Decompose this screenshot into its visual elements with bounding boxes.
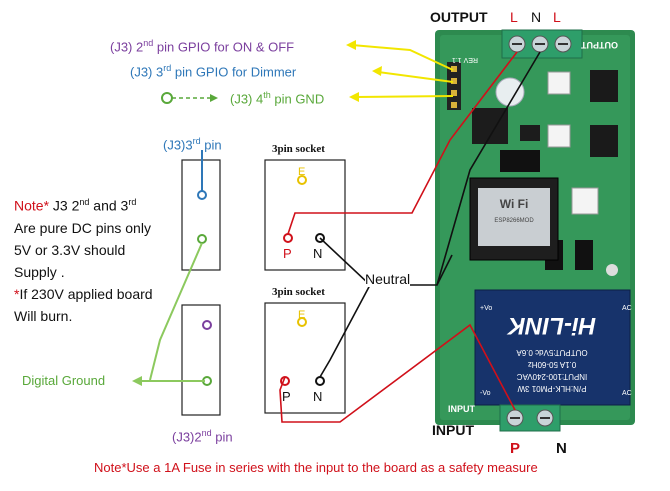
led-dome [495, 77, 525, 107]
psu-line2: INPUT:100-240VAC [517, 372, 588, 381]
psu-line1: P/N:HLK-PM01 3W [517, 384, 586, 393]
input-silk: INPUT [448, 404, 476, 414]
wifi-text: Wi Fi [500, 197, 529, 211]
neutral-wire-bottom [319, 284, 371, 378]
pcb-board: Wi Fi ESP8266MOD P/N:HLK-PM01 3W INPUT:1… [435, 29, 635, 432]
psu-ac2: AC [622, 390, 632, 397]
input-label: INPUT [432, 422, 474, 438]
arrow-pin3 [377, 71, 454, 83]
socket-bottom-e: E [298, 309, 306, 321]
neutral-label: Neutral [365, 271, 411, 287]
ground-wire [149, 242, 203, 381]
pin3-caption: (J3)3rd pin [163, 136, 222, 153]
output-terminal-l2: L [553, 9, 561, 25]
socket-bottom-n-dot [315, 376, 325, 386]
digital-ground-label: Digital Ground [22, 373, 106, 388]
j3-pin3-label: (J3) 3rd pin GPIO for Dimmer [130, 63, 297, 80]
socket-top-e: E [298, 166, 306, 178]
ver-silk: REV 1.1 [452, 56, 478, 63]
input-p-label: P [510, 440, 521, 457]
pin3-dot [197, 190, 207, 200]
live-wire-top [287, 51, 518, 235]
arrow-pin4 [354, 95, 454, 98]
j3-pin2-label: (J3) 2nd pin GPIO for ON & OFF [110, 38, 295, 55]
dc-pins-note: Note* J3 2nd and 3rd Are pure DC pins on… [14, 197, 153, 324]
psu-line4: OUTPUT:5Vdc 0.6A [516, 348, 588, 357]
output-terminal-n: N [531, 9, 542, 25]
socket-top-title: 3pin socket [272, 143, 325, 155]
socket-bottom-p: P [282, 389, 291, 404]
j3-header [447, 62, 461, 110]
pin-gnd-dot-top [197, 234, 207, 244]
hilink-psu [474, 289, 631, 406]
input-n-label: N [556, 440, 567, 457]
j3-pin4-label: (J3) 4th pin GND [230, 90, 325, 107]
pin2-caption: (J3)2nd pin [172, 428, 233, 445]
socket-bottom-title: 3pin socket [272, 286, 325, 298]
psu-line3: 0.1A 50-60Hz [528, 360, 576, 369]
fuse-note: Note*Use a 1A Fuse in series with the in… [94, 460, 538, 475]
output-label: OUTPUT [430, 9, 488, 25]
pin2-dot [202, 320, 212, 330]
psu-minus-vo: -Vo [480, 390, 491, 397]
psu-ac1: AC [622, 305, 632, 312]
pin-box-bottom [181, 304, 221, 416]
live-wire-bottom [279, 323, 516, 423]
socket-top-n: N [313, 246, 323, 261]
socket-top-p-dot [283, 233, 293, 243]
psu-brand: Hi-LINK [506, 312, 596, 339]
output-terminal-l1: L [510, 9, 518, 25]
neutral-wire-input [436, 254, 453, 286]
module-text: ESP8266MOD [494, 218, 534, 224]
output-silk: OUTPUT [581, 40, 619, 50]
psu-plus-vo: +Vo [480, 305, 492, 312]
socket-bottom-n: N [313, 389, 323, 404]
socket-top-p: P [283, 246, 292, 261]
arrow-pin2 [351, 44, 454, 71]
